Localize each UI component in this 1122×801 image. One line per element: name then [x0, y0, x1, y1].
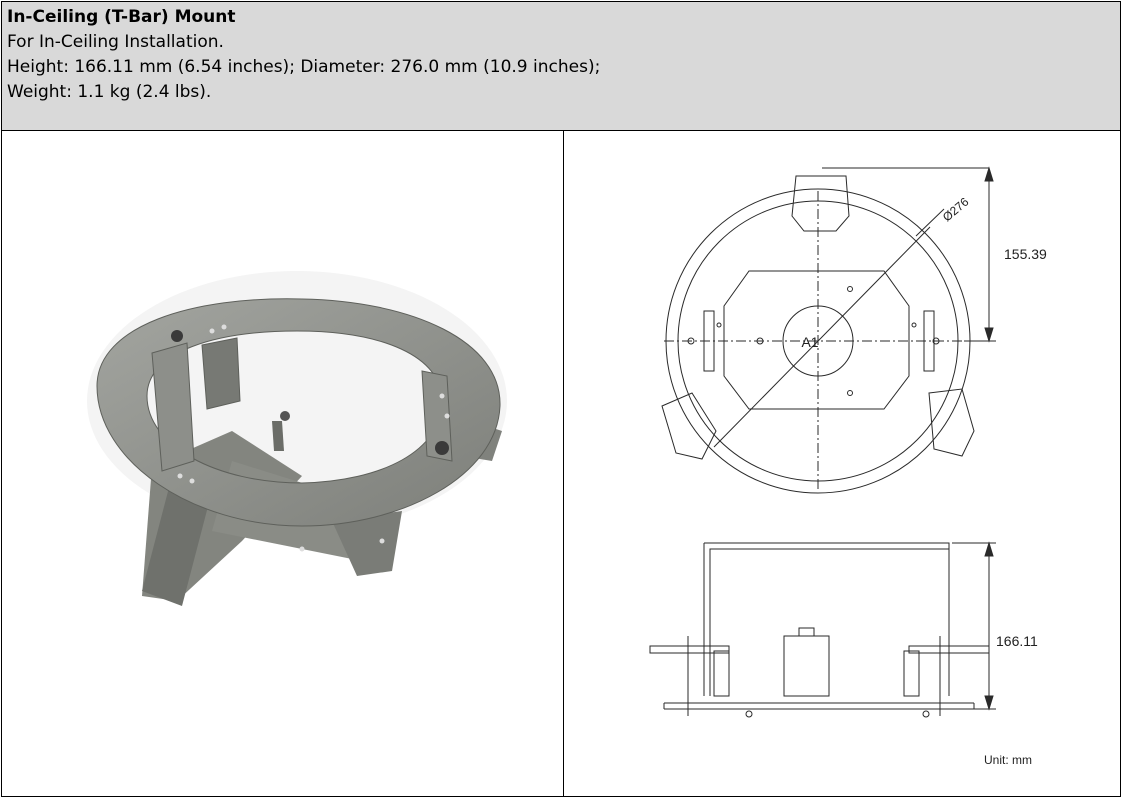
spec-header: In-Ceiling (T-Bar) Mount For In-Ceiling …	[2, 2, 1120, 131]
technical-drawing-cell: Ø276 A1 155.39 166.11 Unit: mm	[564, 131, 1120, 796]
vertical-bracket-left	[151, 342, 195, 472]
installation-text: For In-Ceiling Installation.	[7, 32, 224, 52]
dimensions-text: Height: 166.11 mm (6.54 inches); Diamete…	[7, 57, 601, 77]
diameter-label: Ø276	[940, 194, 972, 224]
unit-label: Unit: mm	[984, 753, 1032, 767]
product-photo-cell	[2, 131, 564, 796]
mount-photo	[87, 271, 507, 606]
weight-text: Weight: 1.1 kg (2.4 lbs).	[7, 82, 212, 102]
center-label: A1	[801, 334, 818, 350]
vertical-bracket-right	[421, 370, 453, 462]
technical-drawing: Ø276 A1 155.39 166.11 Unit: mm	[649, 166, 1047, 767]
product-title: In-Ceiling (T-Bar) Mount	[7, 7, 236, 27]
side-height-label: 166.11	[996, 633, 1038, 649]
side-view-frame	[704, 542, 950, 696]
top-height-label: 155.39	[1004, 246, 1047, 262]
